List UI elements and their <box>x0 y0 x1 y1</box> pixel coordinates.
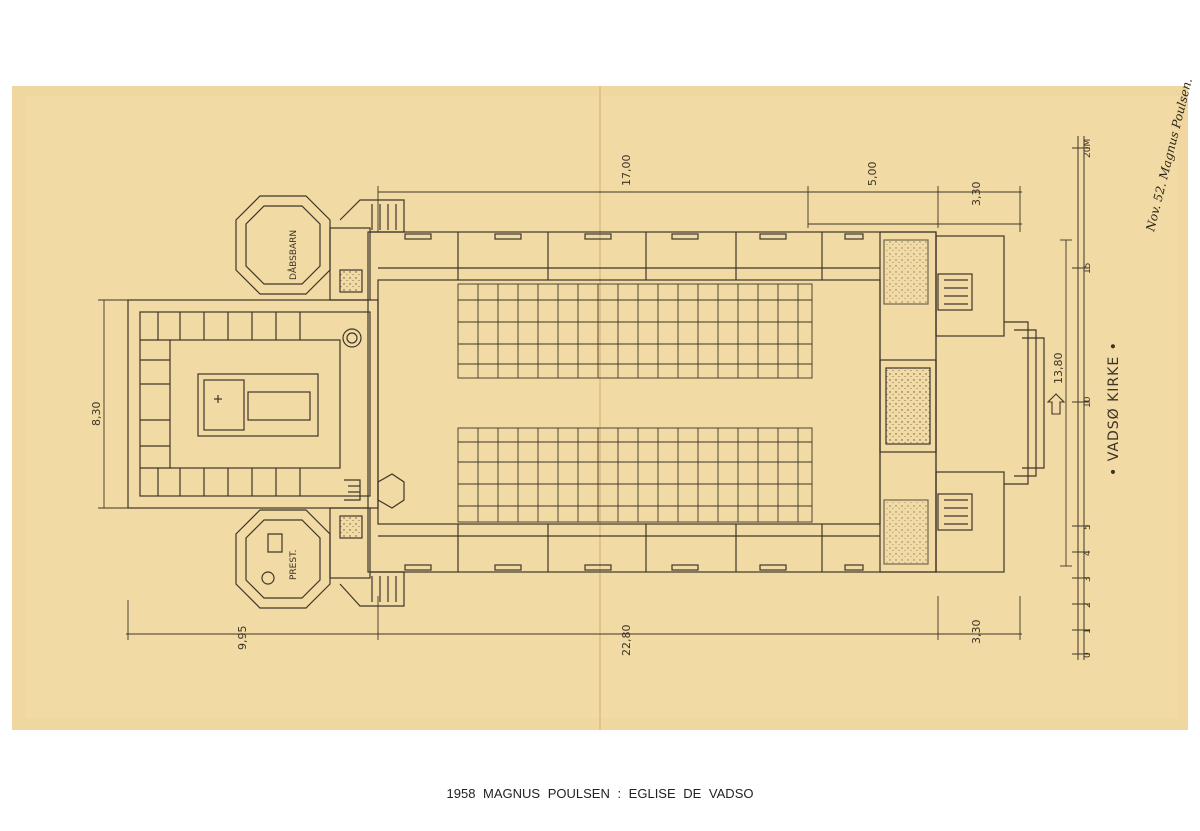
scale-label-5: 5 <box>1083 524 1093 530</box>
label-baptistry: DÅBSBARN <box>287 230 299 280</box>
architectural-plan-drawing: 17,00 5,00 3,30 9,95 22,80 3,30 8,30 13,… <box>12 77 1195 730</box>
sacristy-room <box>235 507 405 609</box>
font-circle <box>342 328 362 348</box>
entry-arrow-icon <box>1046 393 1066 415</box>
dimension-lines <box>98 186 1072 640</box>
scale-bar-labels: 0 1 2 3 4 5 10 15 20M <box>1083 139 1093 658</box>
dim-right-height: 13,80 <box>1052 353 1065 385</box>
label-sacristy: PREST. <box>289 550 299 580</box>
dim-bottom-left: 9,95 <box>236 626 249 651</box>
pews-upper <box>457 283 813 379</box>
scale-label-3: 3 <box>1083 576 1093 582</box>
dim-left-height: 8,30 <box>90 402 103 427</box>
dim-top-nave: 17,00 <box>620 155 633 187</box>
baptistry-room <box>235 195 405 301</box>
scale-label-15: 15 <box>1083 263 1093 274</box>
dim-bottom-total: 22,80 <box>620 625 633 657</box>
chancel <box>127 299 379 509</box>
pulpit <box>344 473 405 509</box>
dim-top-right: 3,30 <box>970 182 983 207</box>
scale-label-10: 10 <box>1083 396 1093 408</box>
scale-label-20m: 20M <box>1083 139 1093 158</box>
scale-label-1: 1 <box>1083 628 1093 634</box>
entrance-tower <box>879 231 1045 573</box>
scale-label-0: 0 <box>1083 652 1093 658</box>
dim-bottom-right: 3,30 <box>970 620 983 645</box>
altar <box>197 373 319 437</box>
drawing-title: • VADSØ KIRKE • <box>1106 341 1122 476</box>
scale-label-4: 4 <box>1083 550 1093 556</box>
pews-lower <box>457 427 813 523</box>
scale-bar <box>1072 136 1090 660</box>
scale-label-2: 2 <box>1083 602 1093 608</box>
figure-caption: 1958 MAGNUS POULSEN : EGLISE DE VADSO <box>446 786 754 801</box>
dim-top-mid: 5,00 <box>866 162 879 187</box>
